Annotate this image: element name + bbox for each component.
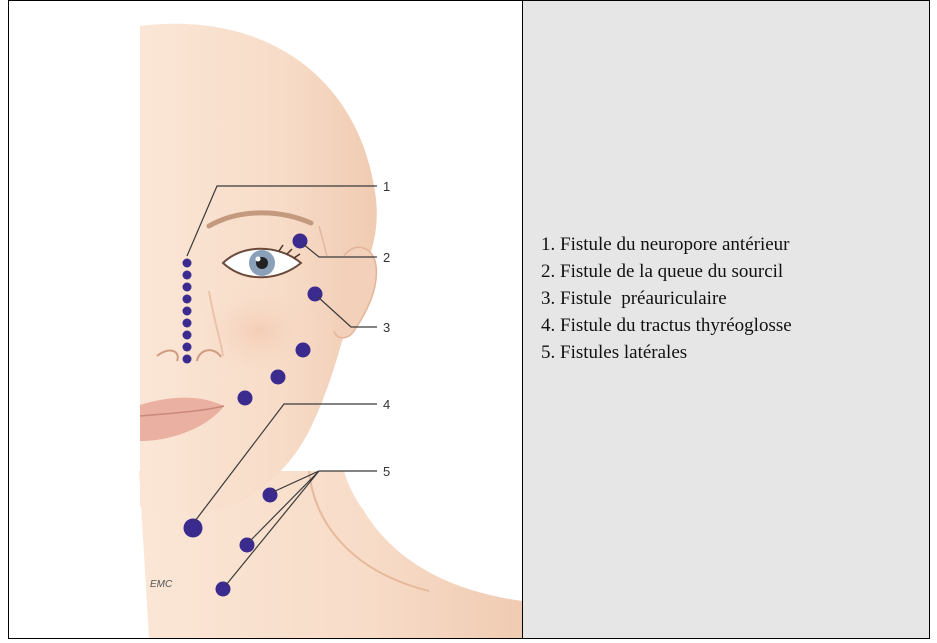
legend-item-4: 4. Fistule du tractus thyréoglosse xyxy=(541,312,792,339)
callout-number-3: 3 xyxy=(383,320,390,335)
marker-4-upper xyxy=(296,343,311,358)
callout-number-1: 1 xyxy=(383,179,390,194)
marker-5-a xyxy=(263,488,278,503)
marker-4-neck xyxy=(184,519,203,538)
eye-highlight xyxy=(256,257,261,262)
marker-4-mid xyxy=(271,370,286,385)
figure-frame: 1 2 3 4 5 EMC 1. Fistule du neuropore an… xyxy=(8,0,930,639)
legend-item-5: 5. Fistules latérales xyxy=(541,339,792,366)
callout-number-5: 5 xyxy=(383,464,390,479)
publisher-mark: EMC xyxy=(150,579,173,590)
marker-5-b xyxy=(240,538,255,553)
callout-number-2: 2 xyxy=(383,250,390,265)
marker-4-low xyxy=(238,391,253,406)
legend-list: 1. Fistule du neuropore antérieur 2. Fis… xyxy=(541,231,792,366)
callout-number-4: 4 xyxy=(383,397,390,412)
legend-item-3: 3. Fistule préauriculaire xyxy=(541,285,792,312)
marker-group-1-dots xyxy=(183,259,192,364)
legend-cell: 1. Fistule du neuropore antérieur 2. Fis… xyxy=(523,1,929,638)
marker-5-c xyxy=(216,582,231,597)
illustration-cell: 1 2 3 4 5 EMC xyxy=(9,1,523,638)
face-illustration: 1 2 3 4 5 EMC xyxy=(9,1,522,638)
legend-item-1: 1. Fistule du neuropore antérieur xyxy=(541,231,792,258)
legend-item-2: 2. Fistule de la queue du sourcil xyxy=(541,258,792,285)
